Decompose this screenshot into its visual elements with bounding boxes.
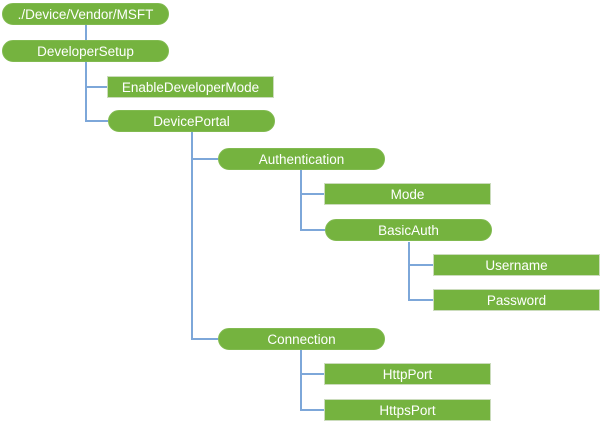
tree-node-developersetup: DeveloperSetup <box>2 40 169 62</box>
tree-node-connection: Connection <box>218 328 385 350</box>
tree-node-enabledevelopermode: EnableDeveloperMode <box>107 76 274 98</box>
tree-node-username: Username <box>433 254 600 276</box>
connector-segment <box>85 25 87 40</box>
connector-segment <box>300 349 302 411</box>
connector-segment <box>191 132 193 340</box>
connector-segment <box>300 373 324 375</box>
tree-node-password: Password <box>433 289 600 311</box>
connector-segment <box>408 299 433 301</box>
tree-node-httpsport: HttpsPort <box>324 399 491 421</box>
connector-segment <box>300 170 302 231</box>
connector-segment <box>300 193 324 195</box>
tree-node-httpport: HttpPort <box>324 363 491 385</box>
connector-segment <box>408 264 433 266</box>
tree-node-mode: Mode <box>324 183 491 205</box>
tree-node-authentication: Authentication <box>218 148 385 170</box>
connector-segment <box>191 338 218 340</box>
connector-segment <box>408 242 410 301</box>
tree-node-device-vendor-msft: ./Device/Vendor/MSFT <box>2 3 169 25</box>
tree-node-basicauth: BasicAuth <box>325 219 492 241</box>
tree-node-deviceportal: DevicePortal <box>108 110 275 132</box>
connector-segment <box>300 229 325 231</box>
connector-segment <box>191 158 218 160</box>
connector-segment <box>85 86 107 88</box>
connector-segment <box>85 62 87 122</box>
connector-segment <box>85 120 108 122</box>
connector-segment <box>300 409 324 411</box>
